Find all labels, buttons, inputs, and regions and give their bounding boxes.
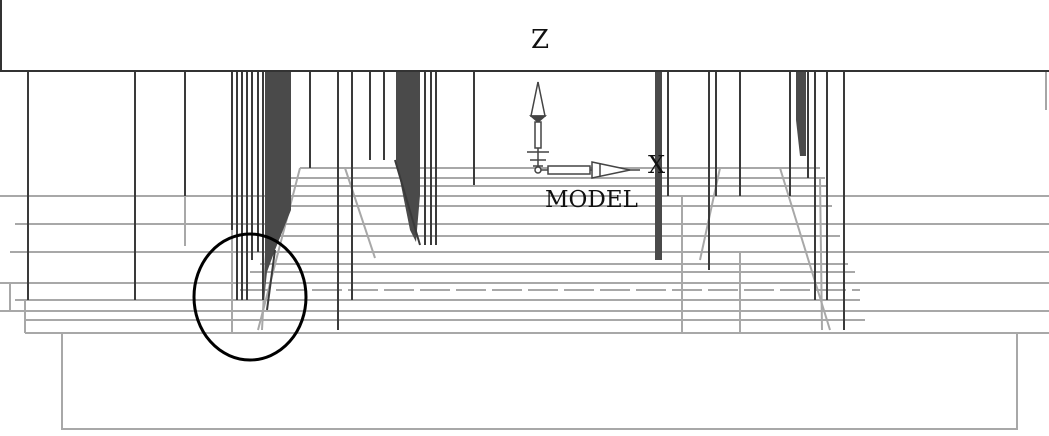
x-axis-label: X bbox=[648, 151, 665, 179]
z-axis-label: Z bbox=[531, 25, 549, 55]
base-block bbox=[61, 332, 1018, 430]
vertical-light-lines bbox=[9, 196, 741, 333]
header-frame bbox=[0, 0, 1049, 110]
dark-bands bbox=[264, 72, 806, 300]
coordinate-triad bbox=[527, 81, 640, 179]
slanted-dark-lines bbox=[266, 159, 421, 311]
horizontal-layers bbox=[0, 167, 1049, 334]
model-label: MODEL bbox=[545, 187, 638, 213]
x-axis-arrow bbox=[538, 161, 640, 179]
slanted-walls bbox=[257, 167, 831, 331]
origin-marker bbox=[527, 151, 549, 174]
z-axis-arrow bbox=[528, 81, 548, 170]
vertical-dark-lines bbox=[27, 72, 845, 330]
detail-circle bbox=[192, 232, 308, 362]
